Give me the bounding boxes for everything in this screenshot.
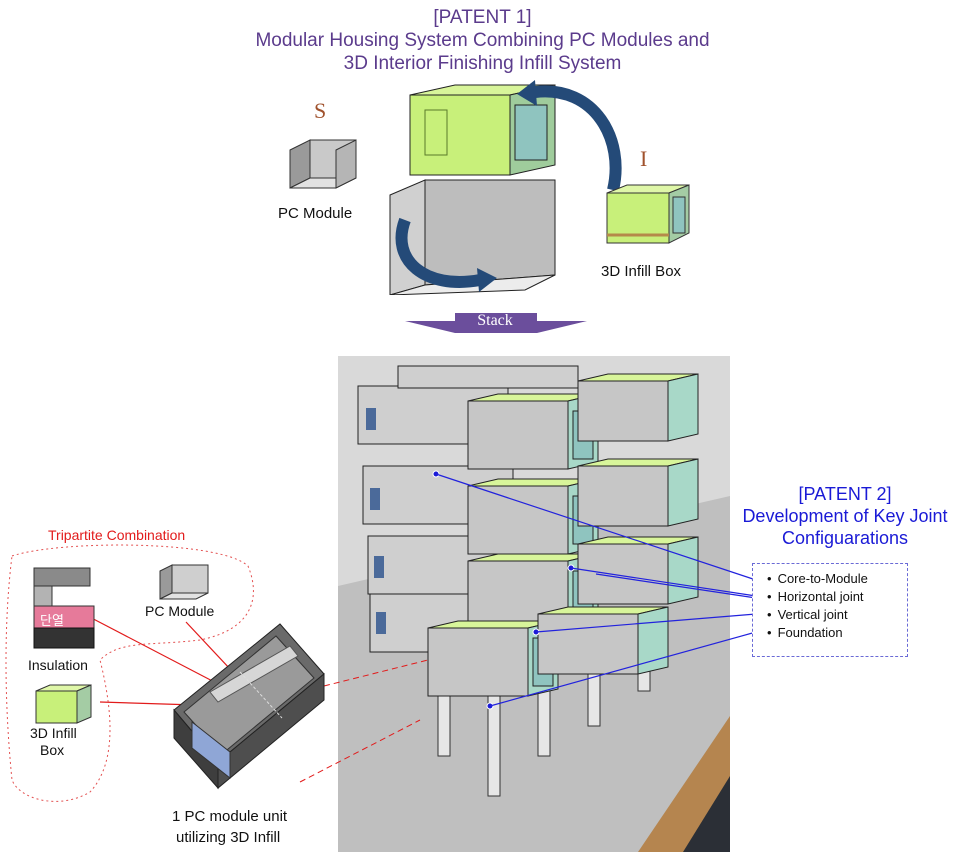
tripartite-infill-line2: Box [40, 742, 65, 758]
tripartite-infill-line1: 3D Infill [30, 725, 77, 741]
i-letter: I [640, 146, 648, 171]
patent2-line1: Development of Key Joint [742, 506, 948, 526]
tripartite-pc-module-label: PC Module [145, 603, 215, 619]
unit-caption-line2: utilizing 3D Infill [176, 829, 281, 846]
infill-box-label: 3D Infill Box [601, 263, 682, 280]
tripartite-title: Tripartite Combination [48, 527, 186, 543]
pc-module-shell-icon [289, 139, 357, 189]
module-stacking-figure [389, 80, 622, 295]
patent1-line2: 3D Interior Finishing Infill System [343, 53, 622, 74]
joint-item-foundation: Foundation [767, 624, 907, 642]
infill-box-icon [606, 184, 690, 244]
patent2-tag: [PATENT 2] [798, 484, 892, 504]
patent1-tag: [PATENT 1] [433, 7, 532, 28]
insulation-label: Insulation [28, 657, 88, 673]
infill-box-small-icon [35, 684, 92, 724]
insulation-layers-icon [33, 567, 95, 649]
s-letter: S [314, 98, 327, 123]
stack-label: Stack [477, 312, 513, 329]
patent2-line2: Configuarations [781, 528, 909, 548]
joint-item-horizontal: Horizontal joint [767, 588, 907, 606]
pc-module-unit-figure [173, 623, 325, 790]
patent1-line1: Modular Housing System Combining PC Modu… [255, 30, 710, 51]
stacked-building-render [338, 356, 730, 852]
joint-item-core-to-module: Core-to-Module [767, 570, 907, 588]
stack-arrow-icon [405, 313, 587, 333]
pc-module-label: PC Module [278, 205, 353, 222]
unit-caption-line1: 1 PC module unit [172, 808, 288, 825]
joint-item-vertical: Vertical joint [767, 606, 907, 624]
pc-module-small-icon [159, 564, 209, 600]
korean-insulation-mark: 단열 [40, 614, 64, 629]
joint-list-box: Core-to-Module Horizontal joint Vertical… [752, 563, 908, 657]
